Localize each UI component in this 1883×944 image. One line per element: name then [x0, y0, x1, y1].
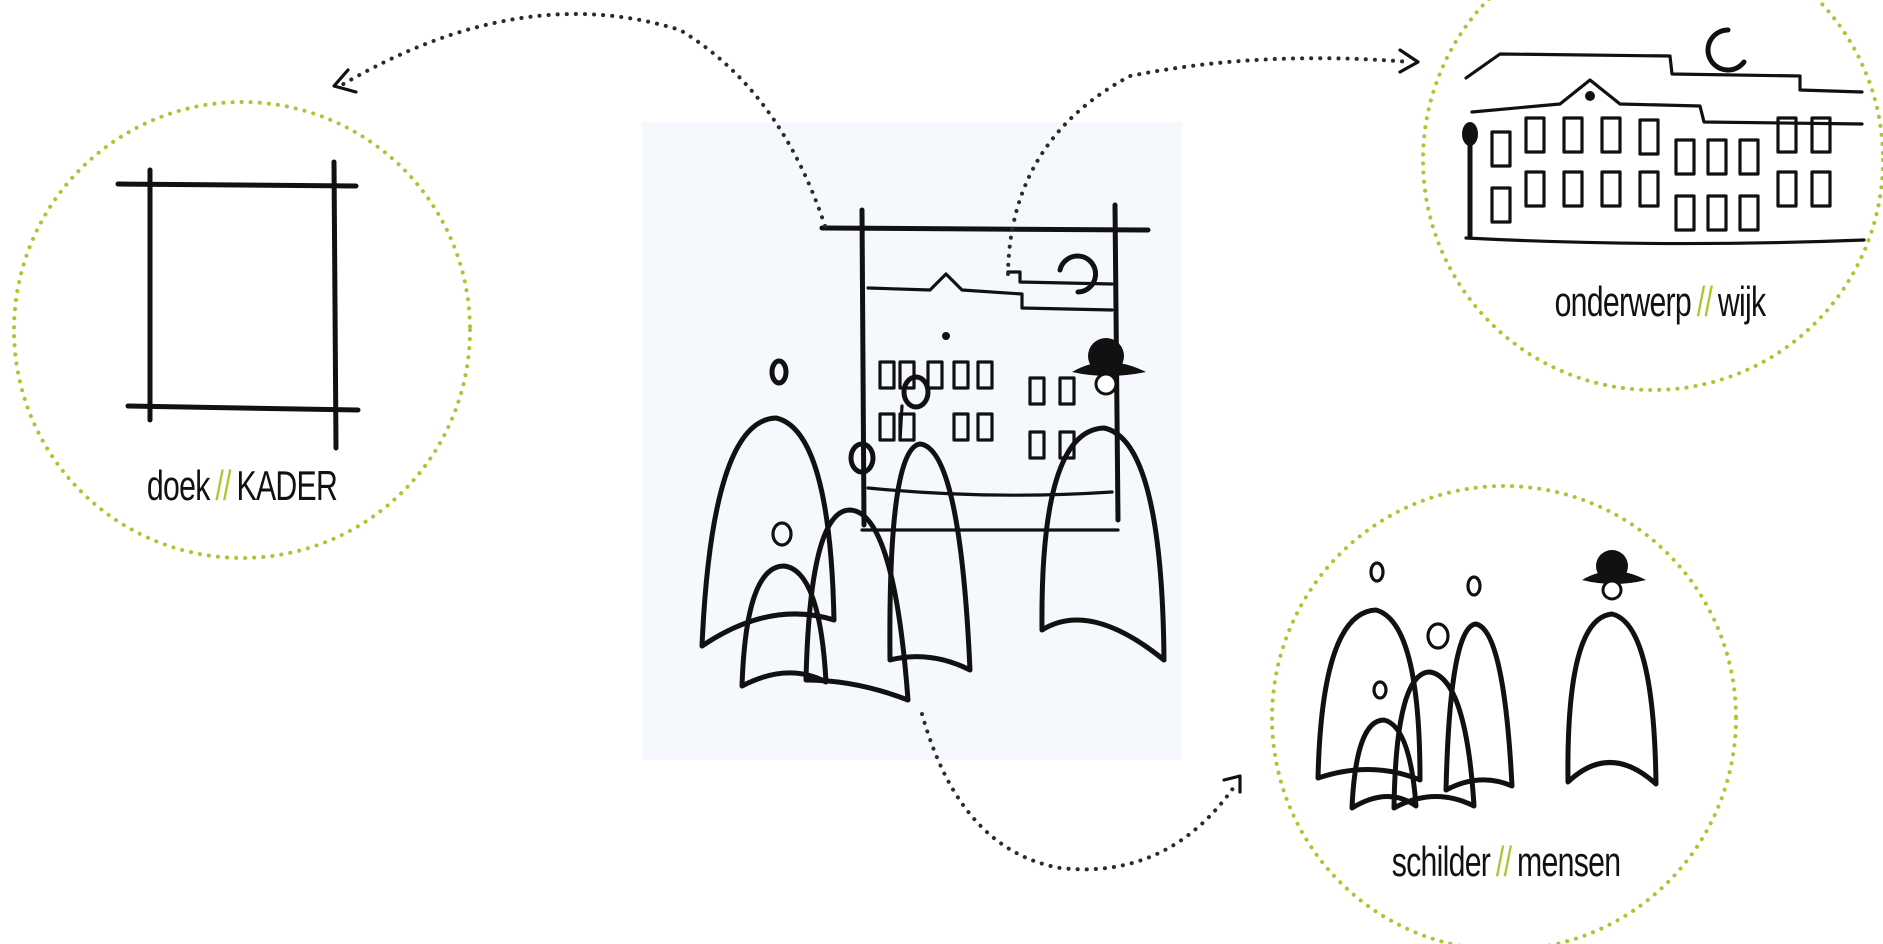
subject-caption-right: wijk	[1718, 278, 1766, 325]
people-caption-separator: //	[1496, 838, 1511, 885]
subject-caption: onderwerp//wijk	[1516, 278, 1804, 326]
people-caption: schilder//mensen	[1355, 838, 1657, 886]
frame-caption-right: KADER	[236, 462, 337, 509]
people-caption-right: mensen	[1517, 838, 1620, 885]
subject-caption-separator: //	[1697, 278, 1712, 325]
central-building-window-round	[942, 332, 950, 340]
arrow-to-frame-head-icon	[334, 70, 356, 92]
frame-caption-left: doek	[147, 462, 210, 509]
frame-caption-separator: //	[215, 462, 230, 509]
subject-caption-left: onderwerp	[1555, 278, 1691, 325]
building-icon	[1462, 30, 1864, 244]
people-caption-left: schilder	[1392, 838, 1490, 885]
frame-caption: doek//KADER	[120, 462, 365, 510]
people-icon	[1318, 550, 1656, 808]
frame-icon	[118, 162, 358, 448]
